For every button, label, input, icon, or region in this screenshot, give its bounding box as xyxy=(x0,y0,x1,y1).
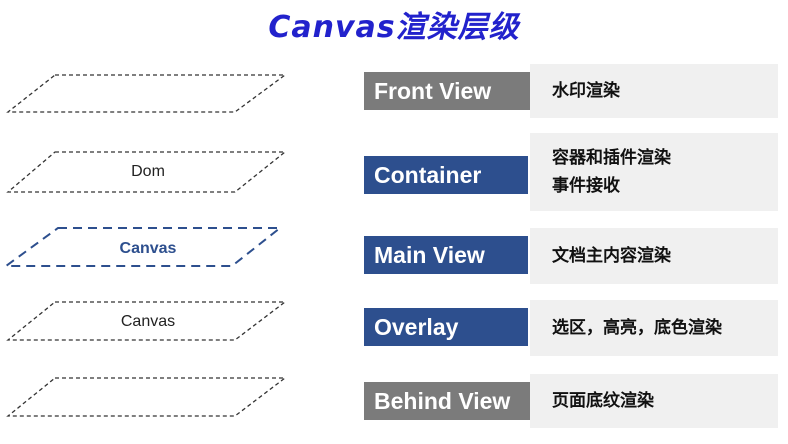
overlay-description: 选区，高亮，底色渲染 xyxy=(530,300,778,356)
main-view-label: Main View xyxy=(364,236,528,274)
front-view-plane xyxy=(6,74,287,113)
container-plane xyxy=(6,151,287,193)
main-view-description: 文档主内容渲染 xyxy=(530,228,778,284)
overlay-plane-label: Canvas xyxy=(121,313,175,330)
main-view-plane-label: Canvas xyxy=(120,240,177,257)
overlay-plane xyxy=(6,301,287,341)
container-label: Container xyxy=(364,156,528,194)
behind-view-plane xyxy=(6,377,287,417)
front-view-label: Front View xyxy=(364,72,534,110)
container-plane-label: Dom xyxy=(131,163,165,180)
container-description-line: 事件接收 xyxy=(552,176,620,196)
behind-view-label: Behind View xyxy=(364,382,534,420)
main-view-description-line: 文档主内容渲染 xyxy=(552,246,671,266)
front-view-description: 水印渲染 xyxy=(530,64,778,118)
behind-view-description: 页面底纹渲染 xyxy=(530,374,778,428)
overlay-description-line: 选区，高亮，底色渲染 xyxy=(552,318,722,338)
overlay-label: Overlay xyxy=(364,308,528,346)
page-title: Canvas渲染层级 xyxy=(268,10,520,45)
layer-planes: Dom Canvas Canvas xyxy=(2,74,287,417)
container-description: 容器和插件渲染 事件接收 xyxy=(530,133,778,211)
main-view-plane xyxy=(2,227,283,267)
behind-view-description-line: 页面底纹渲染 xyxy=(552,391,654,411)
container-description-line: 容器和插件渲染 xyxy=(552,148,671,168)
front-view-description-line: 水印渲染 xyxy=(552,81,620,101)
